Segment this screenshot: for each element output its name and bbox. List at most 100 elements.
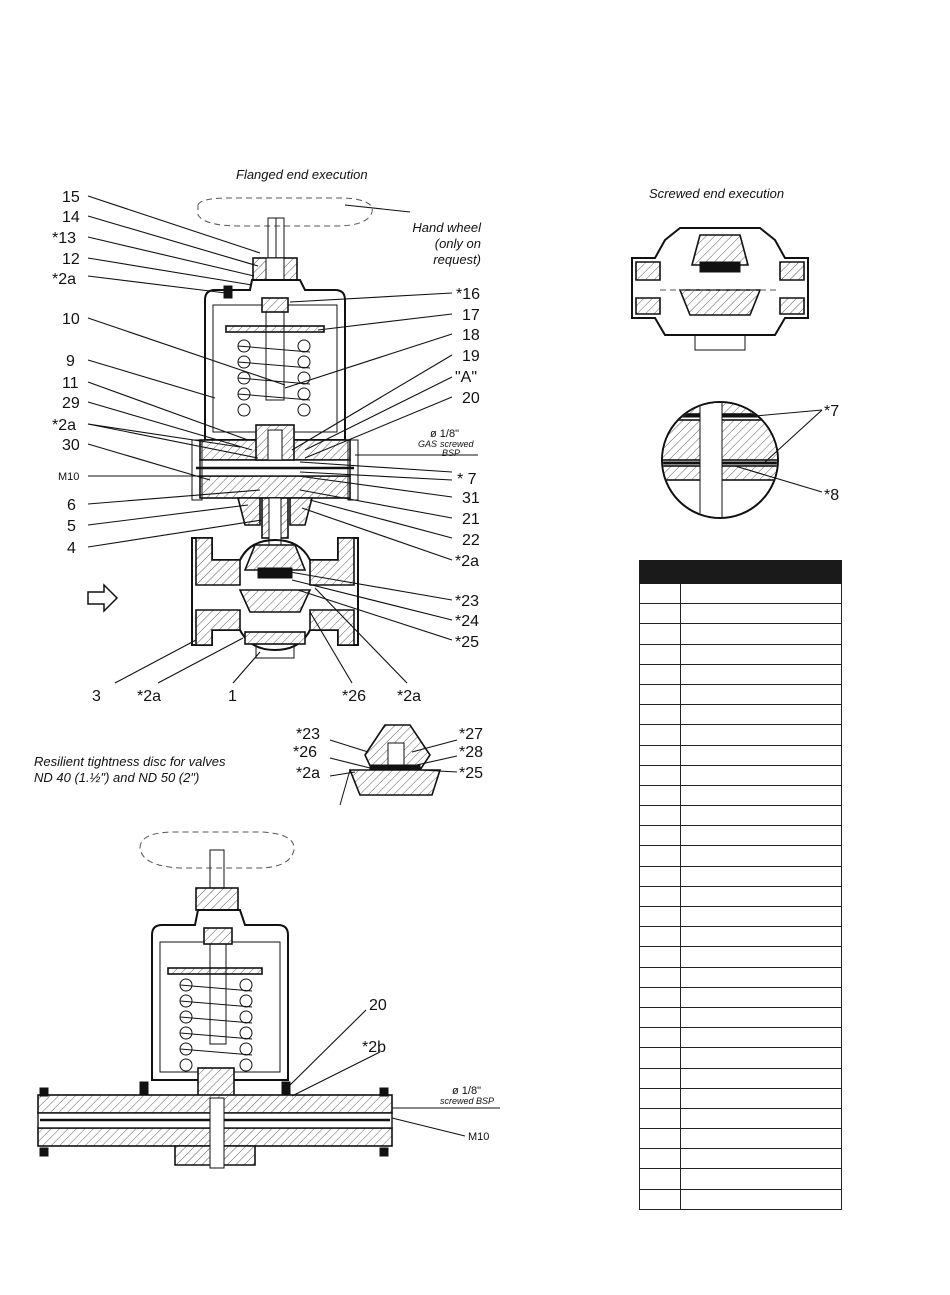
header-pos xyxy=(639,560,681,584)
table-cell-pos xyxy=(639,805,681,827)
flow-arrow-icon xyxy=(87,583,119,613)
table-cell-description xyxy=(680,643,842,665)
table-cell-pos xyxy=(639,683,681,706)
table-cell-pos xyxy=(639,582,681,605)
label-25: *25 xyxy=(455,634,479,651)
table-row xyxy=(639,865,842,887)
table-cell-pos xyxy=(639,764,681,786)
table-cell-description xyxy=(680,784,842,807)
svg-text:*2a: *2a xyxy=(296,765,320,782)
table-cell-pos xyxy=(639,1047,681,1069)
svg-text:request): request) xyxy=(433,252,481,267)
svg-text:ø 1/8": ø 1/8" xyxy=(452,1085,481,1097)
table-cell-pos xyxy=(639,603,681,625)
label-17: 17 xyxy=(462,307,480,324)
table-cell-pos xyxy=(639,744,681,766)
label-16: *16 xyxy=(456,286,480,303)
table-row xyxy=(639,643,842,665)
table-cell-description xyxy=(680,764,842,786)
table-row xyxy=(639,986,842,1008)
table-row xyxy=(639,805,842,827)
table-cell-description xyxy=(680,704,842,726)
caption-resilient-2: ND 40 (1.½") and ND 50 (2") xyxy=(34,770,199,785)
caption-screwed: Screwed end execution xyxy=(649,186,784,201)
table-cell-description xyxy=(680,1148,842,1170)
label-19: 19 xyxy=(462,348,480,365)
svg-text:GAS: GAS xyxy=(418,439,437,449)
table-row xyxy=(639,744,842,766)
table-row xyxy=(639,1067,842,1089)
table-row xyxy=(639,623,842,645)
table-cell-description xyxy=(680,845,842,867)
table-cell-pos xyxy=(639,623,681,645)
table-cell-description xyxy=(680,905,842,928)
table-cell-pos xyxy=(639,885,681,908)
label-4: 4 xyxy=(67,540,76,557)
table-cell-description xyxy=(680,1107,842,1130)
table-cell-pos xyxy=(639,1087,681,1109)
table-cell-description xyxy=(680,1006,842,1029)
table-cell-pos xyxy=(639,1067,681,1089)
label-m10: M10 xyxy=(58,471,79,483)
leader-lines-bottom xyxy=(114,587,408,684)
table-cell-pos xyxy=(639,724,681,746)
table-cell-description xyxy=(680,825,842,847)
table-row xyxy=(639,1006,842,1029)
table-row xyxy=(639,966,842,988)
table-cell-description xyxy=(680,623,842,645)
table-cell-pos xyxy=(639,784,681,807)
table-cell-description xyxy=(680,966,842,988)
table-cell-description xyxy=(680,1128,842,1150)
label-11: 11 xyxy=(62,375,79,392)
table-cell-description xyxy=(680,1188,842,1210)
label-13: *13 xyxy=(52,230,76,247)
table-row xyxy=(639,1148,842,1170)
svg-text:*28: *28 xyxy=(459,744,483,761)
table-cell-description xyxy=(680,663,842,685)
caption-resilient-1: Resilient tightness disc for valves xyxy=(34,754,226,769)
label-3: 3 xyxy=(92,688,101,705)
label-26: *26 xyxy=(342,688,366,705)
label-1: 1 xyxy=(228,688,237,705)
table-cell-pos xyxy=(639,704,681,726)
table-cell-description xyxy=(680,1087,842,1109)
table-cell-pos xyxy=(639,1128,681,1150)
svg-text:*25: *25 xyxy=(459,765,483,782)
label-lower-20: 20 xyxy=(369,997,387,1014)
label-6: 6 xyxy=(67,497,76,514)
handwheel-note: Hand wheel (only on request) xyxy=(412,220,482,267)
table-cell-pos xyxy=(639,643,681,665)
label-A: "A" xyxy=(455,369,477,386)
table-row xyxy=(639,845,842,867)
table-cell-description xyxy=(680,724,842,746)
bottom-labels: 3 *2a 1 *26 *2a xyxy=(92,688,421,705)
label-circle-7: *7 xyxy=(824,403,839,420)
table-cell-description xyxy=(680,885,842,908)
table-row xyxy=(639,764,842,786)
table-row xyxy=(639,582,842,605)
table-cell-pos xyxy=(639,825,681,847)
label-14: 14 xyxy=(62,209,80,226)
label-2a-e: *2a xyxy=(397,688,421,705)
label-2a-d: *2a xyxy=(137,688,161,705)
table-cell-description xyxy=(680,582,842,605)
table-cell-pos xyxy=(639,663,681,685)
table-cell-pos xyxy=(639,865,681,887)
table-cell-pos xyxy=(639,986,681,1008)
table-row xyxy=(639,1168,842,1190)
screwed-end-drawing xyxy=(631,227,809,351)
label-12: 12 xyxy=(62,251,80,268)
table-row xyxy=(639,825,842,847)
table-cell-description xyxy=(680,744,842,766)
table-cell-pos xyxy=(639,1027,681,1049)
label-2a-b: *2a xyxy=(52,417,76,434)
table-cell-description xyxy=(680,926,842,948)
table-row xyxy=(639,1087,842,1109)
table-cell-description xyxy=(680,986,842,1008)
table-row xyxy=(639,926,842,948)
table-row xyxy=(639,603,842,625)
parts-table xyxy=(639,560,842,1210)
label-20: 20 xyxy=(462,390,480,407)
table-cell-description xyxy=(680,1027,842,1049)
